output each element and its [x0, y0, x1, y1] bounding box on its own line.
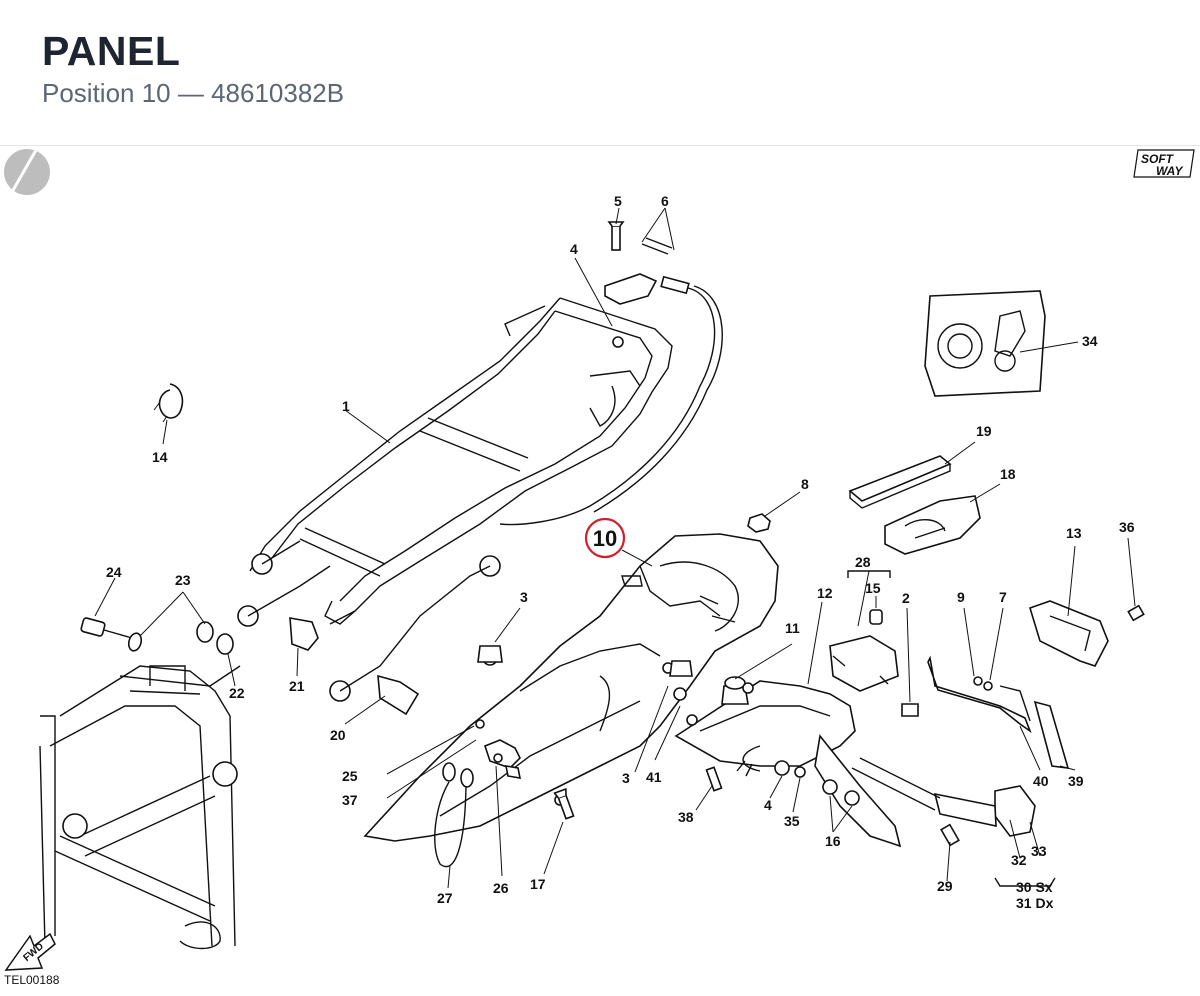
part-pad-18 [884, 483, 1001, 555]
callout-3a[interactable]: 3 [520, 589, 528, 605]
drawing-reference-code: TEL00188 [4, 973, 60, 987]
callout-labels: 1 2 3 3 4 4 5 6 7 8 9 11 12 13 14 15 16 … [106, 193, 1135, 911]
callout-10-label: 10 [593, 526, 617, 551]
part-mounts-20-24 [80, 577, 420, 725]
callout-3b[interactable]: 3 [622, 770, 630, 786]
callout-39[interactable]: 39 [1068, 773, 1084, 789]
callout-9[interactable]: 9 [957, 589, 965, 605]
callout-2[interactable]: 2 [902, 590, 910, 606]
part-clip-14 [153, 383, 184, 445]
callout-40[interactable]: 40 [1033, 773, 1049, 789]
callout-33[interactable]: 33 [1031, 843, 1047, 859]
callout-8[interactable]: 8 [801, 476, 809, 492]
part-tail-light-34 [924, 290, 1079, 397]
callout-31-dx[interactable]: 31 Dx [1016, 895, 1054, 911]
part-bolts-17-38 [543, 766, 723, 875]
callout-34[interactable]: 34 [1082, 333, 1098, 349]
callout-7[interactable]: 7 [999, 589, 1007, 605]
brand-logo-text-bottom: WAY [1156, 164, 1183, 178]
callout-17[interactable]: 17 [530, 876, 546, 892]
callout-14[interactable]: 14 [152, 449, 168, 465]
callout-18[interactable]: 18 [1000, 466, 1016, 482]
brand-logo: SOFT WAY [1133, 149, 1195, 178]
part-grommet-3 [477, 607, 693, 773]
page-header: PANEL Position 10 — 48610382B [0, 0, 1200, 146]
exploded-parts-diagram: SOFT WAY [0, 146, 1200, 991]
callout-27[interactable]: 27 [437, 890, 453, 906]
corner-stamp-icon [4, 149, 50, 195]
callout-6[interactable]: 6 [661, 193, 669, 209]
callout-41[interactable]: 41 [646, 769, 662, 785]
part-main-frame-section [39, 665, 241, 950]
callout-32[interactable]: 32 [1011, 852, 1027, 868]
callout-4a[interactable]: 4 [570, 241, 578, 257]
page-subtitle: Position 10 — 48610382B [42, 78, 345, 108]
brand-logo-text-top: SOFT [1141, 152, 1175, 166]
callout-38[interactable]: 38 [678, 809, 694, 825]
part-panel-10 [363, 533, 779, 842]
callout-5[interactable]: 5 [614, 193, 622, 209]
callout-22[interactable]: 22 [229, 685, 245, 701]
callout-16[interactable]: 16 [825, 833, 841, 849]
callout-25[interactable]: 25 [342, 768, 358, 784]
callout-37[interactable]: 37 [342, 792, 358, 808]
part-ground-wire-27 [386, 719, 522, 889]
callout-24[interactable]: 24 [106, 564, 122, 580]
part-bracket-40 [927, 607, 1076, 771]
callout-19[interactable]: 19 [976, 423, 992, 439]
part-plate-holder-11-12 [674, 601, 902, 848]
part-nut-8 [747, 491, 801, 533]
callout-21[interactable]: 21 [289, 678, 305, 694]
part-pad-19 [848, 441, 976, 509]
callout-30-sx[interactable]: 30 Sx [1016, 879, 1053, 895]
part-plate-13 [1029, 537, 1145, 667]
callout-12[interactable]: 12 [817, 585, 833, 601]
callout-29[interactable]: 29 [937, 878, 953, 894]
part-turn-indicator-30-31 [851, 757, 1056, 887]
part-relay-28 [829, 570, 919, 717]
callout-23[interactable]: 23 [175, 572, 191, 588]
part-top-bracket-4-5-6 [499, 207, 723, 526]
callout-1[interactable]: 1 [342, 398, 350, 414]
callout-13[interactable]: 13 [1066, 525, 1082, 541]
callout-10-highlight[interactable]: 10 [584, 517, 626, 559]
callout-20[interactable]: 20 [330, 727, 346, 743]
page-title: PANEL [42, 28, 181, 74]
callout-4b[interactable]: 4 [764, 797, 772, 813]
callout-11[interactable]: 11 [785, 620, 800, 636]
part-rear-subframe-1 [237, 297, 673, 702]
callout-26[interactable]: 26 [493, 880, 509, 896]
callout-15[interactable]: 15 [865, 580, 881, 596]
callout-28[interactable]: 28 [855, 554, 871, 570]
part-small-nuts-16-35 [654, 705, 860, 833]
fwd-arrow-icon: FWD [4, 932, 56, 971]
callout-35[interactable]: 35 [784, 813, 800, 829]
callout-36[interactable]: 36 [1119, 519, 1135, 535]
